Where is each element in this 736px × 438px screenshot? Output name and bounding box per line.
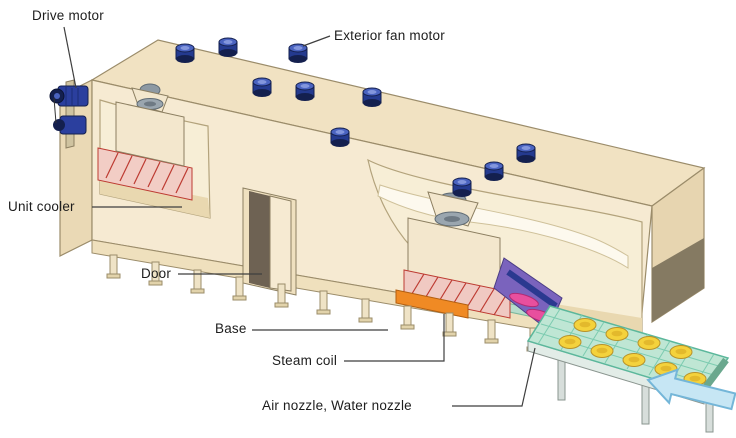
fan-motor-icon (516, 143, 536, 164)
support-leg (442, 312, 457, 337)
fan-motor-icon (330, 127, 350, 148)
label-unit-cooler: Unit cooler (8, 199, 75, 214)
right-end-exit-opening (652, 238, 704, 322)
flow-arrow (646, 368, 736, 411)
product-item (637, 336, 661, 350)
product-item (558, 335, 582, 349)
steam-coil (395, 289, 469, 319)
unit-cooler-coil (97, 147, 193, 201)
leader-line-drive-motor (63, 26, 77, 89)
label-drive-motor: Drive motor (32, 8, 104, 23)
fan-motor-icon (218, 37, 238, 58)
product-item (622, 353, 646, 367)
label-steam-coil: Steam coil (272, 353, 338, 368)
label-door: Door (141, 266, 172, 281)
left-cutaway-section (97, 83, 211, 219)
label-exterior-fan-motor: Exterior fan motor (334, 28, 445, 43)
leader-line-exterior-fan-motor (302, 35, 331, 47)
leader-line-steam-coil (344, 314, 445, 362)
drive-motor (49, 79, 89, 149)
door-opening (249, 191, 270, 288)
product-item (590, 344, 614, 358)
product-item (573, 318, 597, 332)
fan-motor-icon (175, 43, 195, 64)
fan-motor-icon (362, 87, 382, 108)
fan-motor-icon (452, 177, 472, 198)
support-leg (484, 319, 499, 344)
product-item (605, 327, 629, 341)
door-panel (269, 195, 292, 292)
right-cutaway-section (367, 158, 643, 333)
leader-line-air-water-nozzle (452, 347, 536, 407)
leader-lines (63, 26, 536, 407)
fan-motor-icon (295, 81, 315, 102)
fan-motor-icon (252, 77, 272, 98)
support-leg (358, 298, 373, 323)
door-assembly (242, 187, 297, 296)
fan-motor-icon (484, 161, 504, 182)
support-leg (400, 305, 415, 330)
support-leg (106, 254, 121, 279)
support-leg (316, 290, 331, 315)
label-air-water-nozzle: Air nozzle, Water nozzle (262, 398, 412, 413)
unit-cooler-left (115, 83, 185, 167)
label-base: Base (215, 321, 247, 336)
product-item (669, 345, 693, 359)
fan-motor-icon (288, 43, 308, 64)
